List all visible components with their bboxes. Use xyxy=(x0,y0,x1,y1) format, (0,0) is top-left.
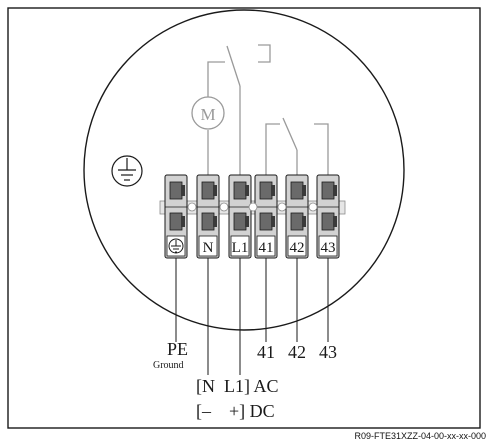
terminal-label-41: 41 xyxy=(259,240,274,256)
terminal-l1: L1 xyxy=(228,174,252,259)
jumper-link xyxy=(277,202,287,212)
ground-label: Ground xyxy=(153,360,184,371)
jumper-link xyxy=(308,202,318,212)
motor-label: M xyxy=(200,105,215,124)
jumper-link xyxy=(248,202,258,212)
pe-label: PE xyxy=(167,339,188,359)
housing-circle xyxy=(83,9,405,331)
terminal-n: N xyxy=(196,174,220,259)
jumper-link xyxy=(219,202,229,212)
terminal-label-l1: L1 xyxy=(232,240,249,256)
motor-symbol: M xyxy=(191,96,225,130)
terminal-block: N L1 41 42 43 xyxy=(159,174,346,259)
terminal-label-42: 42 xyxy=(290,240,305,256)
leader-lines xyxy=(175,258,329,375)
jumper-link xyxy=(187,202,197,212)
terminal-label-43: 43 xyxy=(321,240,336,256)
pe-ground-icon xyxy=(168,238,184,254)
internal-wiring xyxy=(207,44,329,175)
terminal-42-label: 42 xyxy=(288,342,306,362)
figure-code: R09-FTE31XZZ-04-00-xx-xx-000 xyxy=(354,431,486,441)
terminal-43: 43 xyxy=(316,174,340,259)
ac-supply-label: [N L1] AC xyxy=(196,376,279,396)
terminal-41-label: 41 xyxy=(257,342,275,362)
diagram-frame xyxy=(7,7,481,429)
earth-symbol-icon xyxy=(111,155,143,187)
terminal-label-n: N xyxy=(203,240,214,256)
dc-supply-label: [– +] DC xyxy=(196,401,275,421)
terminal-43-label: 43 xyxy=(319,342,337,362)
terminal-41: 41 xyxy=(254,174,278,259)
terminal-42: 42 xyxy=(285,174,309,259)
